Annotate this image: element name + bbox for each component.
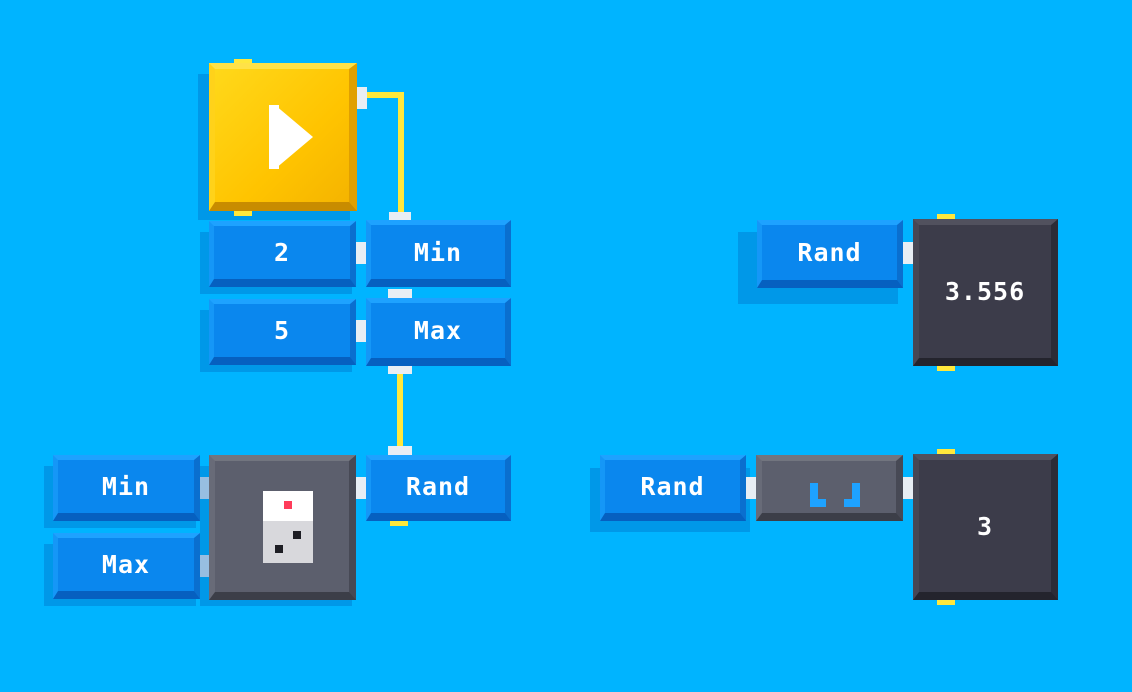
output-bottom-rand-port (746, 477, 756, 499)
floor-icon (810, 483, 860, 511)
start-block[interactable] (209, 63, 357, 211)
start-block-right-port (357, 87, 367, 109)
dice-block[interactable] (209, 455, 356, 600)
value-5-label: 5 (273, 316, 291, 345)
floor-icon-right-foot (844, 499, 860, 507)
play-icon (275, 105, 313, 169)
play-icon-stem (269, 105, 279, 169)
output-top-display: 3.556 (913, 219, 1058, 366)
wire-max-to-rand (397, 372, 403, 450)
dice-icon (263, 491, 313, 563)
value-2-label: 2 (273, 238, 291, 267)
output-top-rand-label: Rand (797, 238, 862, 267)
dice-max-port (200, 555, 210, 577)
value-2-block[interactable]: 2 (209, 221, 356, 287)
rand-bottom-port-left (390, 521, 408, 526)
output-bottom-bottom-port (937, 600, 955, 605)
rand-label-left: Rand (405, 472, 471, 501)
wire-start-to-min (366, 92, 404, 98)
output-bottom-display: 3 (913, 454, 1058, 600)
value-2-right-port (356, 242, 366, 264)
start-block-bottom-port (234, 211, 252, 216)
dice-block-right-port (356, 477, 366, 499)
floor-icon-left-stem (810, 483, 818, 507)
output-top-value: 3.556 (944, 277, 1026, 306)
value-5-block[interactable]: 5 (209, 299, 356, 365)
start-block-top-port (234, 59, 252, 64)
min-top-port (389, 212, 411, 220)
output-bottom-rand-label: Rand (640, 472, 705, 501)
rand-block-left[interactable]: Rand (366, 455, 511, 521)
dice-min-label: Min (101, 472, 151, 501)
dice-icon-front-face (263, 521, 313, 563)
output-top-rand-port (903, 242, 913, 264)
output-top-bottom-port (937, 366, 955, 371)
dice-min-port (200, 477, 210, 499)
max-bottom-port (388, 366, 412, 374)
min-block[interactable]: Min (366, 220, 511, 287)
floor-icon-left-foot (810, 499, 826, 507)
min-label: Min (413, 237, 463, 267)
dice-max-block[interactable]: Max (53, 533, 200, 599)
output-bottom-value: 3 (976, 511, 994, 541)
rand-top-port (388, 446, 412, 455)
floor-block-right-port (903, 477, 913, 499)
output-top-top-port (937, 214, 955, 219)
dice-pip-1 (293, 531, 301, 539)
output-bottom-rand-block[interactable]: Rand (600, 455, 746, 521)
dice-max-label: Max (101, 550, 151, 579)
max-block[interactable]: Max (366, 298, 511, 366)
output-bottom-top-port (937, 449, 955, 454)
floor-block[interactable] (756, 455, 903, 521)
min-max-link-port (388, 289, 412, 298)
dice-min-block[interactable]: Min (53, 455, 200, 521)
max-label: Max (413, 316, 463, 345)
dice-pip-red (284, 501, 292, 509)
output-top-rand-block[interactable]: Rand (757, 220, 903, 288)
wire-start-to-min-vertical (398, 92, 404, 214)
floor-icon-right-stem (852, 483, 860, 507)
value-5-right-port (356, 320, 366, 342)
dice-pip-2 (275, 545, 283, 553)
